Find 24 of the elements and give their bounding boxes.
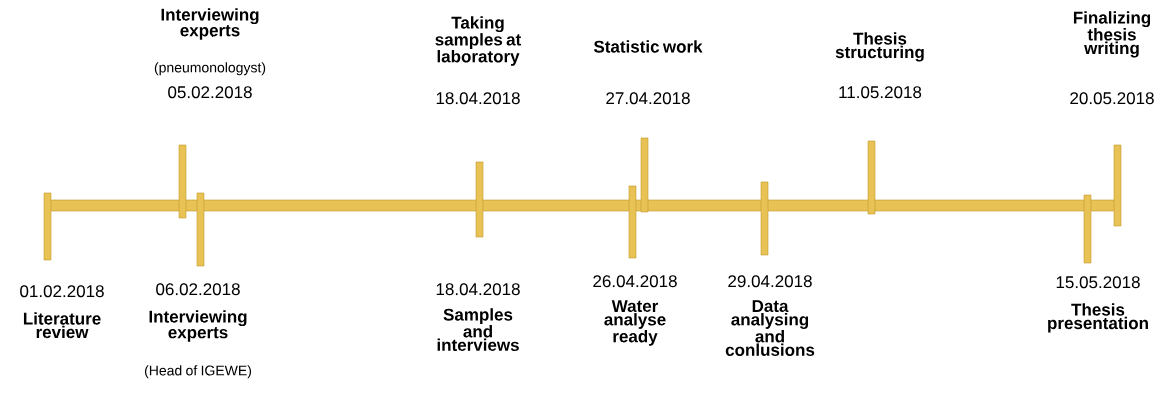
milestone-title: Thesis presentation	[1048, 303, 1148, 333]
milestone-date: 11.05.2018	[839, 86, 922, 99]
milestone-date: 15.05.2018	[1056, 276, 1140, 289]
milestone-title: Water analyse ready	[604, 300, 666, 346]
milestone-date: 01.02.2018	[20, 285, 104, 298]
milestone-date: 05.02.2018	[168, 86, 252, 99]
milestone-title: Samples and interviews	[437, 308, 519, 351]
milestone-title: Statistic work	[593, 40, 703, 53]
milestone-date: 29.04.2018	[728, 275, 812, 288]
milestone-note: (Head of IGEWE)	[144, 365, 252, 379]
milestone-date: 18.04.2018	[436, 92, 520, 105]
milestone-date: 20.05.2018	[1070, 92, 1154, 105]
milestone-title: Finalizing thesis writing	[1073, 11, 1151, 58]
milestone-note: (pneumonologyst)	[154, 62, 266, 76]
milestone-date: 27.04.2018	[606, 92, 690, 105]
milestone-title: Interviewing experts	[161, 8, 259, 40]
milestone-title: Data analysing and conlusions	[725, 300, 815, 356]
milestone-title: Taking samples at laboratory	[435, 16, 522, 66]
milestone-title: Interviewing experts	[149, 310, 247, 342]
milestone-title: Thesis structuring	[835, 32, 924, 62]
milestone-date: 06.02.2018	[156, 283, 240, 296]
milestone-date: 18.04.2018	[436, 283, 520, 296]
milestone-date: 26.04.2018	[593, 275, 677, 288]
milestone-title: Literature review	[23, 312, 101, 339]
